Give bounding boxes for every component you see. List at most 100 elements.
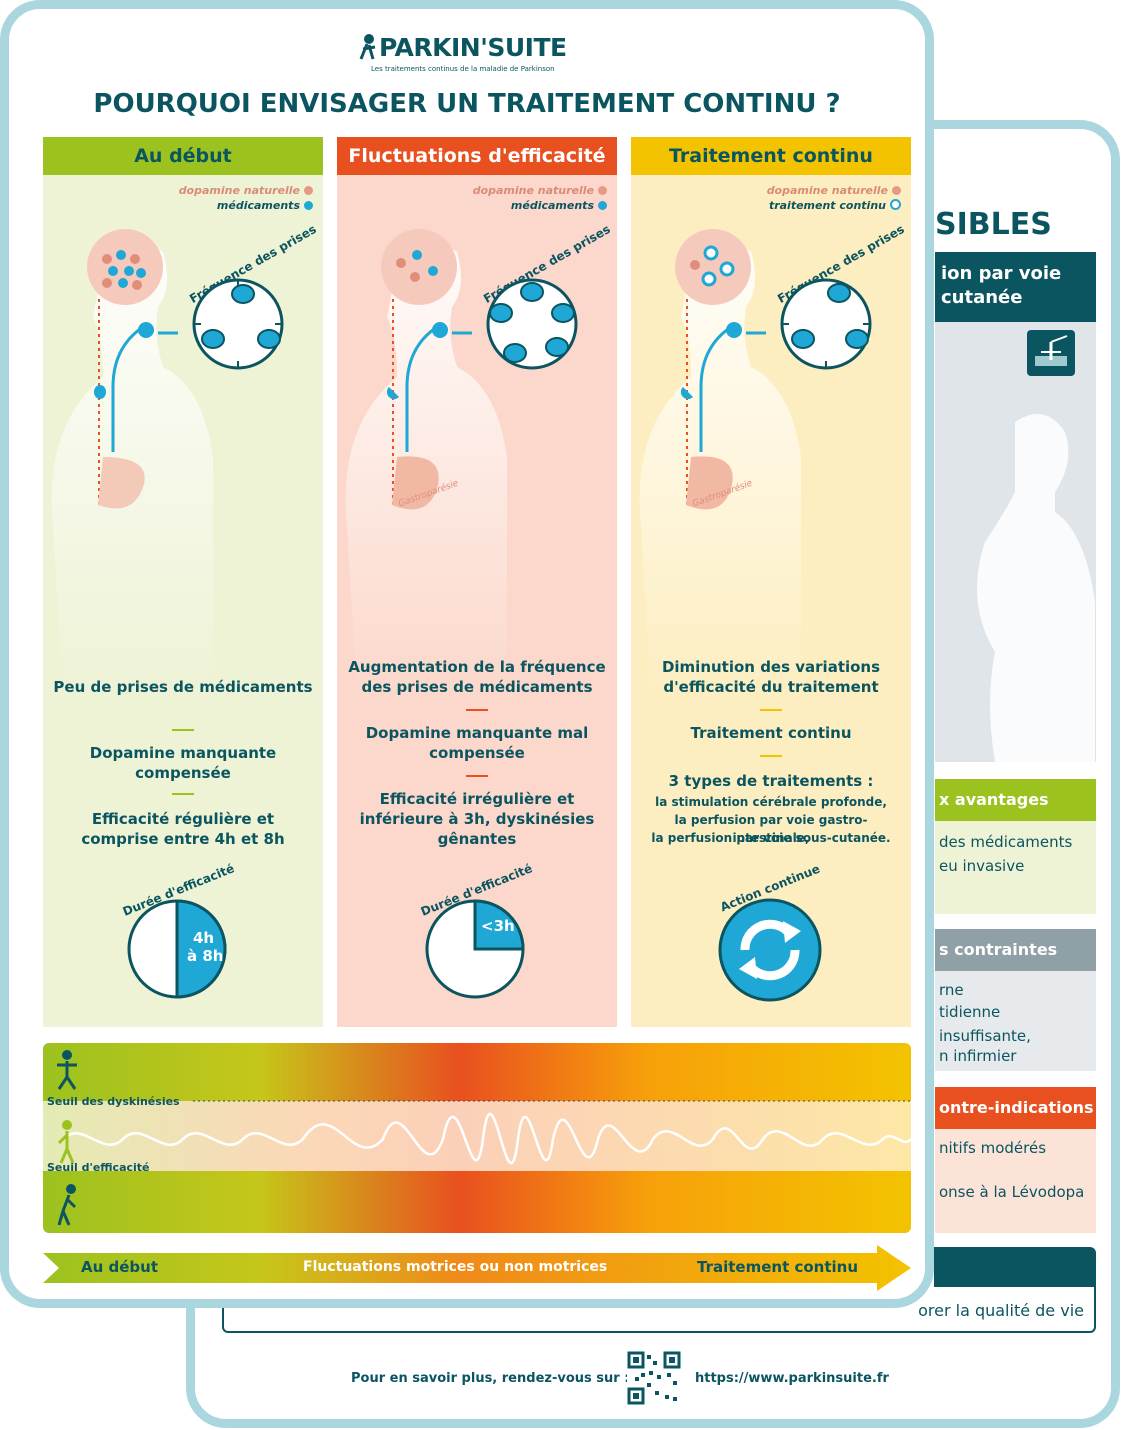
- dancing-person-icon: [57, 1050, 77, 1090]
- treatment-type: la perfusion par voie sous-cutanée.: [651, 831, 891, 845]
- logo-text: PARKIN'SUITE: [379, 33, 567, 62]
- separator: [172, 793, 194, 795]
- dot-icon: [304, 186, 313, 195]
- body-illustration: [345, 229, 507, 697]
- column-header: Fluctuations d'efficacité: [337, 137, 617, 175]
- advantages-box: x avantages des médicaments eu invasive: [935, 779, 1096, 914]
- duration-value-1: 4h: [193, 929, 215, 947]
- dopamine-dots: [690, 245, 735, 287]
- constraints-header-text: s contraintes: [939, 940, 1058, 959]
- logo: PARKIN'SUITE Les traitements continus de…: [357, 31, 597, 77]
- treatment-type: la stimulation cérébrale profonde,: [655, 795, 887, 809]
- timeline-label-middle: Fluctuations motrices ou non motrices: [303, 1259, 608, 1275]
- constraint-line: tidienne: [939, 1003, 1001, 1021]
- advantage-line: eu invasive: [939, 857, 1025, 875]
- legend-item: médicaments: [510, 199, 594, 212]
- frequency-clock-icon: [780, 278, 872, 370]
- stomach-icon: [686, 456, 733, 510]
- legend: dopamine naturelle médicaments: [179, 183, 313, 213]
- constraint-line: insuffisante,: [939, 1027, 1031, 1045]
- back-panel-header: ion par voie cutanée: [935, 252, 1096, 322]
- legend-item: dopamine naturelle: [472, 184, 594, 197]
- column-text-2: Dopamine manquante mal compensée: [365, 724, 589, 762]
- dopamine-dots: [102, 250, 146, 290]
- treatment-type: la perfusion par voie gastro-intestinale…: [674, 813, 868, 845]
- legend-item: dopamine naturelle: [178, 184, 300, 197]
- frequency-clock-icon: [486, 278, 578, 370]
- column-header: Traitement continu: [631, 137, 911, 175]
- legend-item: dopamine naturelle: [766, 184, 888, 197]
- legend: dopamine naturelle traitement continu: [767, 183, 901, 213]
- dopamine-dots: [396, 250, 438, 282]
- advantages-header: x avantages: [935, 779, 1096, 821]
- logo-figure-icon: [359, 34, 376, 60]
- timeline-label-end: Traitement continu: [697, 1258, 859, 1276]
- constraints-box: s contraintes rne tidienne insuffisante,…: [935, 929, 1096, 1071]
- column-text-2: Traitement continu: [690, 724, 852, 742]
- contraindication-line: nitifs modérés: [939, 1139, 1047, 1157]
- advantages-header-text: x avantages: [939, 790, 1049, 809]
- advantage-line: des médicaments: [939, 833, 1073, 851]
- efficacy-wave-band: Seuil des dyskinésies Seuil d'efficacité: [43, 1043, 911, 1233]
- qr-code-icon: [627, 1351, 681, 1405]
- column-text-1: Diminution des variations d'efficacité d…: [661, 658, 881, 696]
- legend: dopamine naturelle médicaments: [473, 183, 607, 213]
- contraindications-header: ontre-indications: [935, 1087, 1096, 1129]
- dyskinesia-threshold-label: Seuil des dyskinésies: [47, 1095, 180, 1108]
- back-panel: ion par voie cutanée: [935, 252, 1096, 762]
- body-illustration: [639, 229, 801, 697]
- column-header: Au début: [43, 137, 323, 175]
- column-text-2: Dopamine manquante compensée: [89, 744, 277, 782]
- separator: [760, 709, 782, 711]
- legend-item: médicaments: [216, 199, 300, 212]
- efficacy-threshold-label: Seuil d'efficacité: [47, 1161, 150, 1174]
- column-text-1: Peu de prises de médicaments: [53, 678, 313, 696]
- logo-tagline: Les traitements continus de la maladie d…: [371, 65, 555, 73]
- brain-icon: [381, 229, 457, 305]
- constraint-line: n infirmier: [939, 1047, 1017, 1065]
- frequency-clock-icon: [192, 278, 284, 370]
- duration-value-1: <3h: [481, 917, 515, 935]
- timeline-label-start: Au début: [81, 1258, 159, 1276]
- brain-icon: [675, 229, 751, 305]
- column-debut: Au début dopamine naturelle médicaments …: [43, 137, 323, 1027]
- column-text-1: Augmentation de la fréquence des prises …: [348, 658, 606, 696]
- legend-item: traitement continu: [768, 199, 886, 212]
- dot-icon: [598, 201, 607, 210]
- front-sheet: PARKIN'SUITE Les traitements continus de…: [0, 0, 934, 1308]
- timeline-arrow-icon: [43, 1245, 911, 1291]
- column-traitement-continu: Traitement continu dopamine naturelle tr…: [631, 137, 911, 1027]
- contraindications-box: ontre-indications nitifs modérés onse à …: [935, 1087, 1096, 1233]
- column-fluctuations: Fluctuations d'efficacité dopamine natur…: [337, 137, 617, 1027]
- back-body-silhouette: [977, 414, 1095, 762]
- duration-clock-icon: [425, 899, 525, 999]
- body-illustration: [51, 229, 213, 697]
- dot-icon: [304, 201, 313, 210]
- separator: [466, 775, 488, 777]
- dot-icon: [890, 199, 901, 210]
- back-title-fragment: SIBLES: [935, 207, 1052, 242]
- duration-value-2: à 8h: [187, 947, 224, 965]
- brain-icon: [87, 229, 163, 305]
- separator: [466, 709, 488, 711]
- contraindication-line: onse à la Lévodopa: [939, 1183, 1085, 1201]
- quality-text: orer la qualité de vie: [918, 1301, 1084, 1320]
- constraints-header: s contraintes: [935, 929, 1096, 971]
- quality-header: [934, 1249, 1094, 1287]
- back-panel-title-1: ion par voie: [941, 263, 1062, 284]
- separator: [760, 755, 782, 757]
- footer-text: Pour en savoir plus, rendez-vous sur :: [351, 1371, 630, 1386]
- column-text-3: Efficacité irrégulière et inférieure à 3…: [359, 790, 595, 848]
- stomach-icon: [392, 456, 439, 510]
- duration-clock-icon: [127, 899, 227, 999]
- continuous-cycle-icon: [718, 898, 822, 1002]
- stooped-person-icon: [57, 1184, 77, 1226]
- column-text-3: Efficacité régulière et comprise entre 4…: [81, 810, 285, 848]
- page-title: POURQUOI ENVISAGER UN TRAITEMENT CONTINU…: [93, 89, 841, 119]
- dot-icon: [892, 186, 901, 195]
- separator: [172, 729, 194, 731]
- constraint-line: rne: [939, 981, 964, 999]
- contraindications-header-text: ontre-indications: [939, 1098, 1094, 1117]
- dot-icon: [598, 186, 607, 195]
- footer-url-link[interactable]: https://www.parkinsuite.fr: [695, 1371, 889, 1386]
